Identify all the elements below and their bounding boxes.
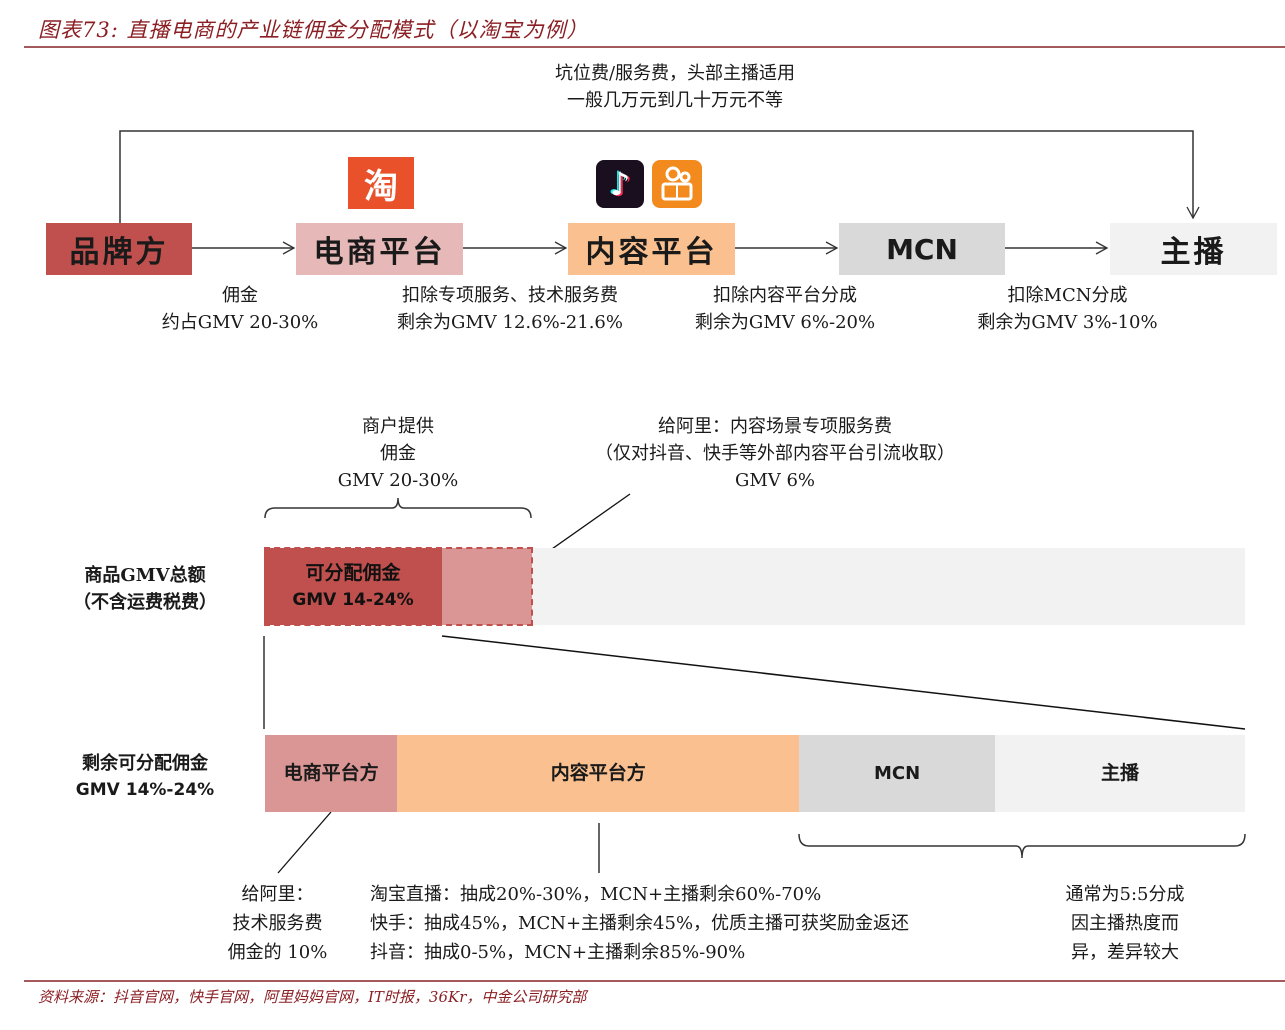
douyin-logo: ♪	[596, 160, 644, 208]
segment-content-platform: 内容平台方	[397, 735, 800, 812]
slot-fee-loop-line	[119, 130, 1200, 223]
ecom-ali-fee-note-line: 技术服务费	[232, 913, 323, 934]
source-divider	[24, 980, 1285, 982]
remaining-row-label: 剩余可分配佣金 GMV 14%-24%	[40, 750, 250, 804]
kuaishou-camera-icon	[661, 166, 693, 201]
edge-note-line: 扣除MCN分成	[1007, 285, 1128, 306]
node-ecommerce-platform-label: 电商平台	[313, 235, 446, 270]
segment-content-platform-label: 内容平台方	[550, 762, 646, 784]
gmv-row-label-line: （不含运费税费）	[73, 592, 217, 613]
content-platform-note-line: 快手：抽成45%，MCN+主播剩余45%，优质主播可获奖励金返还	[370, 913, 910, 934]
remaining-commission-bar: 电商平台方 内容平台方 MCN 主播	[265, 735, 1245, 812]
taobao-logo-glyph: 淘	[364, 166, 398, 207]
edge-note-line: 扣除专项服务、技术服务费	[402, 285, 618, 306]
edge-note-content-mcn: 扣除内容平台分成 剩余为GMV 6%-20%	[670, 282, 900, 336]
douyin-logo-glyph: ♪	[609, 165, 631, 203]
mcn-anchor-note: 通常为5:5分成 因主播热度而 异，差异较大	[1040, 880, 1210, 967]
segment-mcn-label: MCN	[874, 763, 921, 784]
remaining-row-label-line: GMV 14%-24%	[75, 780, 215, 800]
taobao-logo: 淘	[348, 157, 414, 209]
content-platform-note: 淘宝直播：抽成20%-30%，MCN+主播剩余60%-70% 快手：抽成45%，…	[370, 880, 1010, 967]
segment-ecommerce-platform: 电商平台方	[265, 735, 398, 812]
mcn-anchor-note-line: 通常为5:5分成	[1065, 884, 1185, 905]
node-anchor-label: 主播	[1160, 235, 1227, 270]
ali-content-fee-note-line: 给阿里：内容场景专项服务费	[658, 416, 892, 437]
gmv-row-label: 商品GMV总额 （不含运费税费）	[40, 562, 250, 616]
segment-ecommerce-platform-label: 电商平台方	[283, 762, 379, 784]
node-content-platform: 内容平台	[568, 223, 735, 275]
commission-note-line: GMV 20-30%	[337, 470, 459, 491]
slot-fee-note-line: 坑位费/服务费，头部主播适用	[554, 63, 796, 84]
commission-note-line: 商户提供	[362, 416, 434, 437]
edge-note-ecom-content: 扣除专项服务、技术服务费 剩余为GMV 12.6%-21.6%	[360, 282, 660, 336]
edge-note-line: 剩余为GMV 6%-20%	[694, 312, 876, 333]
content-platform-note-line: 淘宝直播：抽成20%-30%，MCN+主播剩余60%-70%	[370, 884, 822, 905]
commission-note: 商户提供 佣金 GMV 20-30%	[298, 413, 498, 494]
figure-title: 图表73: 直播电商的产业链佣金分配模式（以淘宝为例）	[38, 18, 589, 42]
distributable-commission-value: GMV 14-24%	[292, 589, 414, 610]
zoom-line-right	[441, 635, 1246, 730]
mcn-anchor-brace	[798, 833, 1246, 859]
edge-note-line: 佣金	[222, 285, 258, 306]
node-ecommerce-platform: 电商平台	[296, 223, 463, 275]
node-brand: 品牌方	[46, 223, 192, 275]
node-mcn-label: MCN	[886, 232, 958, 266]
edge-note-line: 扣除内容平台分成	[713, 285, 857, 306]
node-content-platform-label: 内容平台	[585, 235, 718, 270]
ali-content-fee-note-line: GMV 6%	[734, 470, 816, 491]
ali-fee-segment	[442, 548, 532, 625]
segment-anchor-label: 主播	[1101, 762, 1140, 784]
node-brand-label: 品牌方	[69, 235, 169, 270]
edge-note-mcn-anchor: 扣除MCN分成 剩余为GMV 3%-10%	[950, 282, 1185, 336]
distributable-commission-label: 可分配佣金	[305, 561, 401, 584]
edge-note-line: 剩余为GMV 12.6%-21.6%	[397, 312, 623, 333]
segment-anchor: 主播	[995, 735, 1245, 812]
edge-note-line: 约占GMV 20-30%	[161, 312, 319, 333]
mcn-anchor-note-line: 因主播热度而	[1071, 913, 1179, 934]
mcn-anchor-note-line: 异，差异较大	[1071, 942, 1179, 963]
ali-content-fee-note: 给阿里：内容场景专项服务费 （仅对抖音、快手等外部内容平台引流收取） GMV 6…	[530, 413, 1020, 494]
slot-fee-note-line: 一般几万元到几十万元不等	[567, 90, 783, 111]
node-anchor: 主播	[1110, 223, 1277, 275]
distributable-commission-segment: 可分配佣金 GMV 14-24%	[264, 548, 442, 625]
ali-content-fee-note-line: （仅对抖音、快手等外部内容平台引流收取）	[595, 443, 955, 464]
remaining-row-label-line: 剩余可分配佣金	[82, 753, 208, 774]
ecom-ali-fee-note-line: 佣金的 10%	[227, 942, 328, 963]
edge-note-brand-ecom: 佣金 约占GMV 20-30%	[130, 282, 350, 336]
commission-note-line: 佣金	[380, 443, 416, 464]
content-platform-note-line: 抖音：抽成0-5%，MCN+主播剩余85%-90%	[370, 942, 746, 963]
gmv-row-label-line: 商品GMV总额	[84, 565, 206, 586]
ecom-ali-fee-note-line: 给阿里：	[241, 884, 314, 905]
ecom-note-pointer	[277, 811, 332, 874]
title-divider	[24, 46, 1285, 48]
slot-fee-note: 坑位费/服务费，头部主播适用 一般几万元到几十万元不等	[460, 60, 890, 114]
kuaishou-logo	[652, 160, 702, 208]
commission-brace	[264, 497, 532, 519]
source-note: 资料来源：抖音官网，快手官网，阿里妈妈官网，IT时报，36Kr，中金公司研究部	[38, 988, 587, 1006]
ecom-ali-fee-note: 给阿里： 技术服务费 佣金的 10%	[210, 880, 345, 967]
commission-dashed-outline	[264, 547, 533, 626]
node-mcn: MCN	[839, 223, 1005, 275]
edge-note-line: 剩余为GMV 3%-10%	[977, 312, 1158, 333]
segment-mcn: MCN	[799, 735, 996, 812]
